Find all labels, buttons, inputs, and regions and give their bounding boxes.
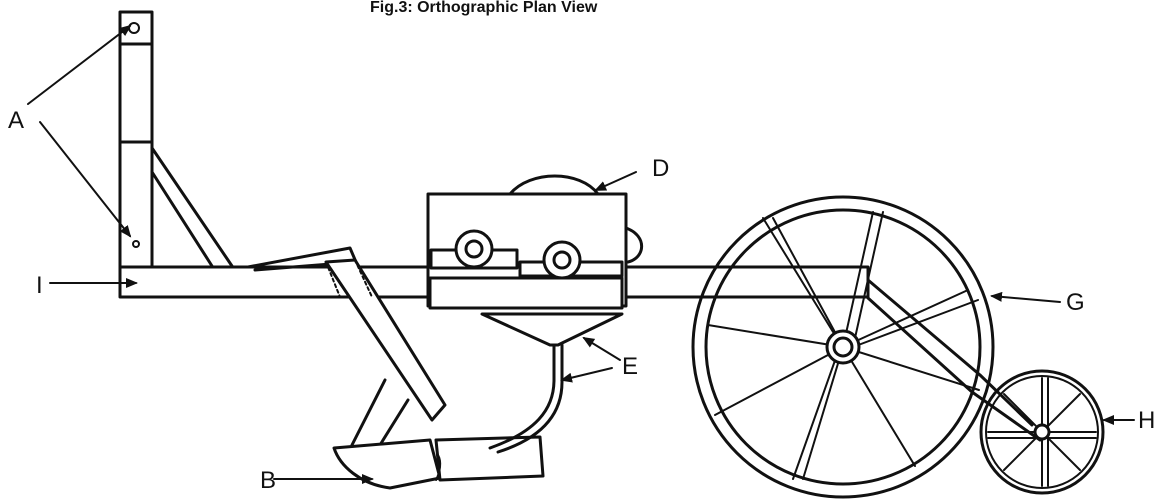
- arrow-a-lower: [39, 121, 132, 238]
- label-g: G: [1066, 289, 1085, 316]
- drive-wheel: [691, 195, 995, 499]
- rear-link-bar: [866, 278, 1042, 442]
- press-wheel: [979, 369, 1105, 495]
- arrow-a-upper: [27, 24, 132, 105]
- seed-tube: [480, 312, 624, 454]
- label-e: E: [622, 353, 638, 380]
- label-h: H: [1138, 407, 1155, 434]
- label-b: B: [260, 467, 276, 494]
- leader-arrows: [27, 24, 1135, 484]
- seed-metering-box: [426, 174, 644, 310]
- drive-wheel-hub: [825, 329, 861, 365]
- figure-title: Fig.3: Orthographic Plan View: [370, 0, 598, 16]
- hitch-mast: [118, 10, 154, 269]
- diagonal-brace: [150, 146, 234, 268]
- hitch-hole-lower: [132, 240, 140, 248]
- furrow-opener-shank: [246, 246, 447, 447]
- label-a: A: [8, 107, 24, 134]
- label-d: D: [652, 155, 669, 182]
- arrow-e-lower: [560, 367, 613, 383]
- furrow-opener-blade: [332, 435, 545, 490]
- arrow-e-upper: [582, 336, 621, 361]
- arrow-d: [594, 171, 637, 191]
- press-wheel-hub: [1033, 423, 1051, 441]
- label-i: I: [36, 272, 43, 299]
- arrow-g: [990, 291, 1061, 303]
